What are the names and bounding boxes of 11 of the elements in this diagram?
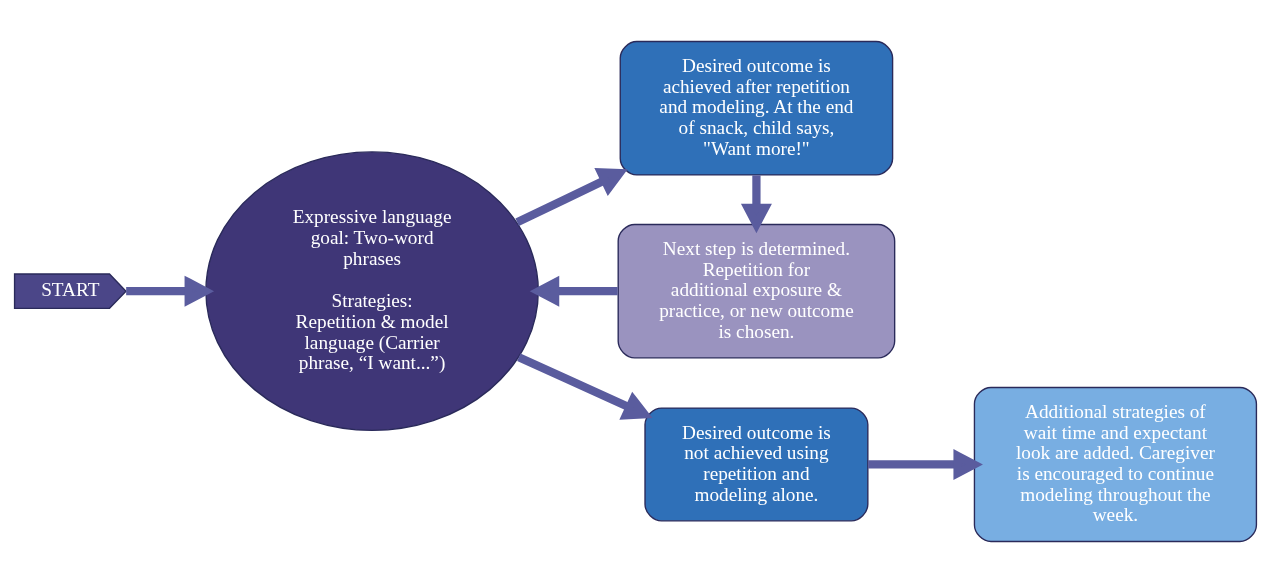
arrow: [517, 352, 653, 420]
arrow: [529, 275, 618, 307]
arrow: [515, 167, 628, 226]
node-box: Next step is determined. Repetition for additional exposure & practice, or new outcome is chosen.: [617, 223, 896, 359]
node-box: Additional strategies of wait time and expectant look are added. Caregiver is encouraged to continue modeling throughout the week.: [973, 386, 1258, 542]
node-box: Desired outcome is achieved after repetition and modeling. At the end of snack, child says, "Want more!": [619, 40, 894, 176]
node-ellipse: Expressive language goal: Two-word phrases Strategies: Repetition & model language (Carrier phrase, “I want...”): [205, 150, 539, 431]
arrow: [868, 448, 983, 480]
arrow: [740, 174, 772, 233]
node-box: Desired outcome is not achieved using repetition and modeling alone.: [644, 406, 869, 522]
arrow: [126, 275, 215, 307]
